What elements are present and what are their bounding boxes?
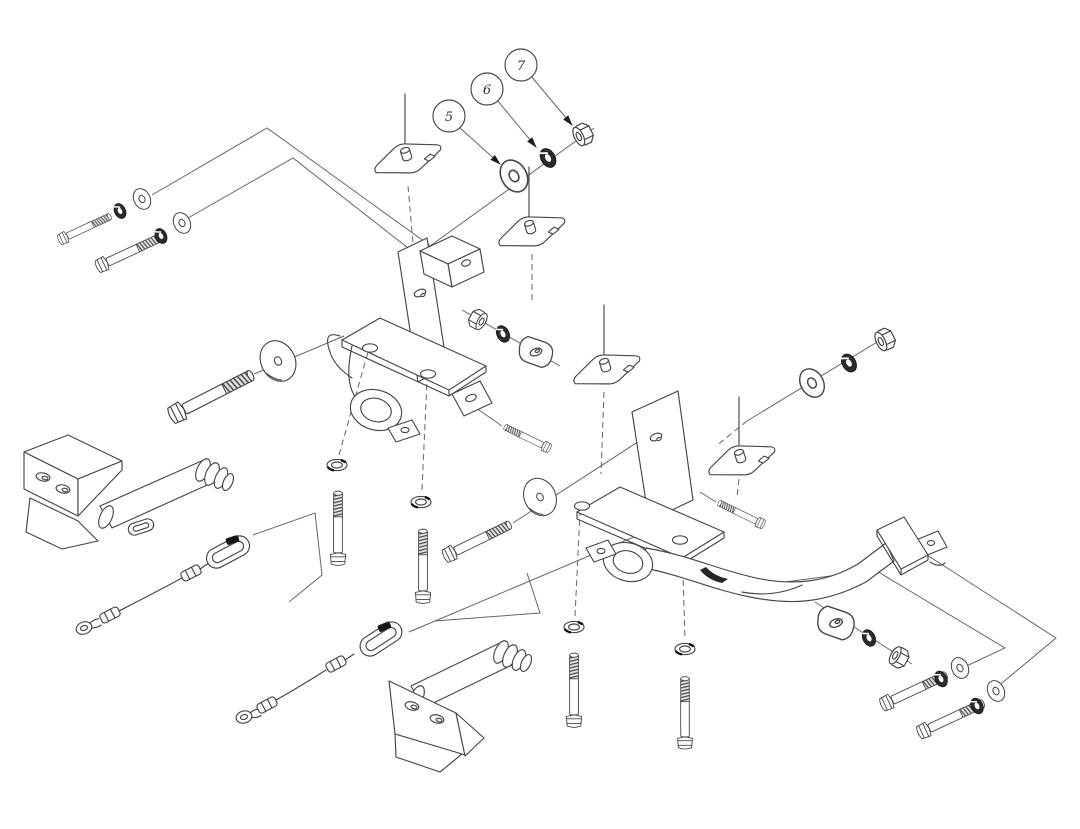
hex-nut-7: [569, 120, 597, 149]
baseplate-bracket-left: [327, 235, 493, 443]
nut-plate-set-left: [465, 306, 554, 369]
crossbar-tube: [639, 542, 895, 603]
callout-5-bubble: [432, 99, 466, 133]
callout-7-leader: [530, 75, 573, 126]
removable-arm-1: [98, 458, 235, 529]
vertical-bolt-2: [409, 495, 433, 604]
safety-cable-2: [234, 615, 407, 726]
tab-bolt-left: [501, 421, 553, 455]
mount-bracket-2: [388, 640, 533, 773]
upper-left-bolt-1: [55, 185, 155, 247]
vertical-bolt-4: [673, 642, 697, 750]
fender-washer-icon: [252, 333, 304, 389]
retainer-clip-1: [127, 518, 155, 536]
square-nut-plate: [817, 605, 855, 641]
callout-6-label: 6: [483, 83, 491, 98]
top-right-washer-set: [794, 325, 899, 403]
backing-plate-2: [493, 205, 571, 257]
mount-bracket-1: [23, 434, 235, 550]
vertical-bolt-3: [562, 620, 586, 728]
vertical-bolt-1: [325, 458, 349, 566]
baseplate-bracket-right: [573, 390, 948, 603]
callout-6-bubble: [470, 72, 504, 106]
assembly-leader-lines: [151, 93, 1057, 689]
quick-link-1: [201, 529, 254, 573]
callout-7-label: 7: [517, 59, 526, 74]
washer-5: [493, 154, 535, 198]
tube-clamp-left: [349, 388, 421, 443]
crossbar-end-flange: [876, 516, 948, 576]
callout-7: 7: [504, 48, 573, 126]
quick-link-2: [354, 615, 407, 661]
callout-5-label: 5: [445, 110, 453, 125]
safety-cable-1: [73, 529, 254, 637]
callout-5: 5: [432, 99, 501, 165]
backing-plate-3: [568, 343, 646, 395]
backing-plate-4: [703, 434, 781, 486]
clamp-bolt-left: [165, 333, 304, 426]
callout-7-bubble: [504, 48, 538, 82]
callout-5-leader: [458, 126, 501, 165]
flat-washer-icon: [129, 185, 155, 213]
callout-6: 6: [470, 72, 537, 148]
lock-washer-icon: [111, 200, 129, 222]
callout-6-leader: [496, 99, 537, 148]
tab-bolt-right: [715, 497, 767, 531]
square-nut-plate: [518, 335, 554, 369]
clamp-bolt-right: [440, 472, 564, 565]
tube-clamp-right: [585, 539, 654, 583]
nut-plate-set-right: [817, 605, 912, 671]
backing-plate-1: [369, 132, 447, 184]
